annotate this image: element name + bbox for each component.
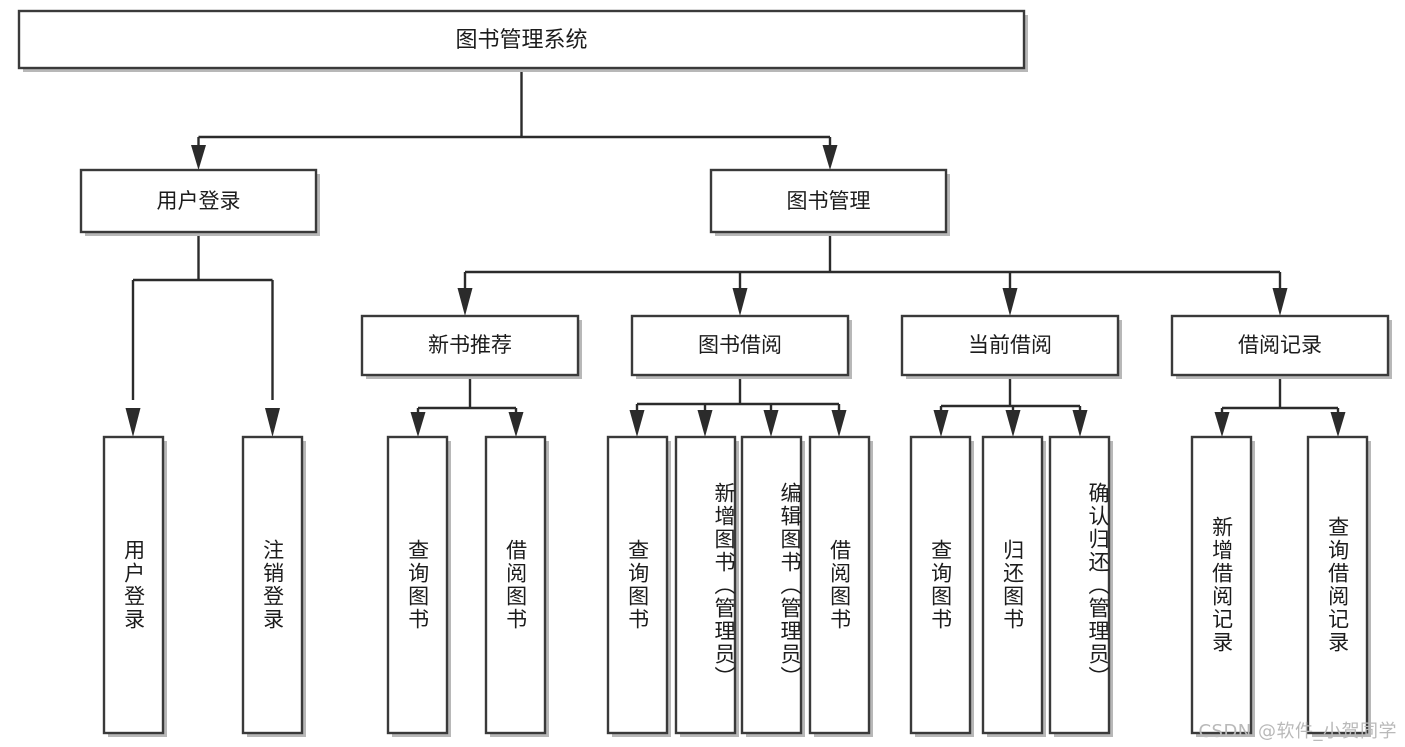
- arrow-to-borrow: [732, 288, 748, 316]
- current-borrow-node-box[interactable]: [900, 314, 1120, 377]
- leaf-newbook-query-box[interactable]: [386, 435, 449, 735]
- borrow-record-node-box[interactable]: [1170, 314, 1390, 377]
- leaf-borrow-lend-box[interactable]: [808, 435, 871, 735]
- leaf-newbook-borrow-box[interactable]: [484, 435, 547, 735]
- arrow-root-to-book-mgmt: [822, 145, 838, 170]
- csdn-watermark: CSDN @软件_小贺同学: [1198, 721, 1397, 742]
- arrow-leaf-record-query: [1330, 412, 1346, 437]
- user-login-node-label: 用户登录: [157, 189, 241, 213]
- arrow-to-record: [1272, 288, 1288, 316]
- leaf-current-confirm-box[interactable]: [1048, 435, 1111, 735]
- leaf-record-query-box[interactable]: [1306, 435, 1369, 735]
- arrow-leaf-current-return: [1005, 410, 1021, 437]
- leaf-borrow-edit-box[interactable]: [740, 435, 803, 735]
- book-borrow-node-box[interactable]: [630, 314, 850, 377]
- arrow-leaf-newbook-query: [410, 412, 426, 437]
- book-mgmt-node-box[interactable]: [709, 168, 948, 234]
- book-borrow-node-label: 图书借阅: [698, 333, 782, 357]
- leaf-user-login-box[interactable]: [102, 435, 165, 735]
- leaf-current-query-box[interactable]: [909, 435, 972, 735]
- root-node-label: 图书管理系统: [455, 28, 587, 53]
- arrow-leaf-borrow-lend: [831, 410, 847, 437]
- user-login-node-box[interactable]: [79, 168, 318, 234]
- leaf-logout-box[interactable]: [241, 435, 304, 735]
- arrow-leaf-borrow-query: [629, 410, 645, 437]
- arrow-leaf-logout: [265, 408, 280, 437]
- arrow-leaf-user-login: [125, 408, 141, 437]
- connector-layer: [125, 69, 1346, 437]
- arrow-leaf-borrow-edit: [763, 410, 779, 437]
- arrow-leaf-record-add: [1214, 412, 1230, 437]
- borrow-record-node-label: 借阅记录: [1238, 333, 1322, 357]
- arrow-to-newbook: [457, 288, 473, 316]
- arrow-leaf-current-query: [933, 410, 949, 437]
- arrow-leaf-newbook-borrow: [508, 412, 524, 437]
- new-book-node-label: 新书推荐: [428, 333, 512, 357]
- arrow-leaf-current-confirm: [1072, 410, 1088, 437]
- leaf-current-return-box[interactable]: [981, 435, 1044, 735]
- node-layer: 图书管理系统 用户登录 图书管理 新书推荐 图书借阅 当前借阅 借阅记录: [17, 9, 1392, 737]
- arrow-to-current: [1002, 288, 1018, 316]
- current-borrow-node-label: 当前借阅: [968, 333, 1052, 357]
- book-mgmt-node-label: 图书管理: [787, 189, 871, 213]
- arrow-root-to-user-login: [191, 145, 206, 170]
- leaf-record-add-box[interactable]: [1190, 435, 1253, 735]
- arrow-leaf-borrow-add: [697, 410, 713, 437]
- new-book-node-box[interactable]: [360, 314, 580, 377]
- leaf-borrow-add-box[interactable]: [674, 435, 737, 735]
- leaf-borrow-query-box[interactable]: [606, 435, 669, 735]
- root-node-box[interactable]: [17, 9, 1026, 70]
